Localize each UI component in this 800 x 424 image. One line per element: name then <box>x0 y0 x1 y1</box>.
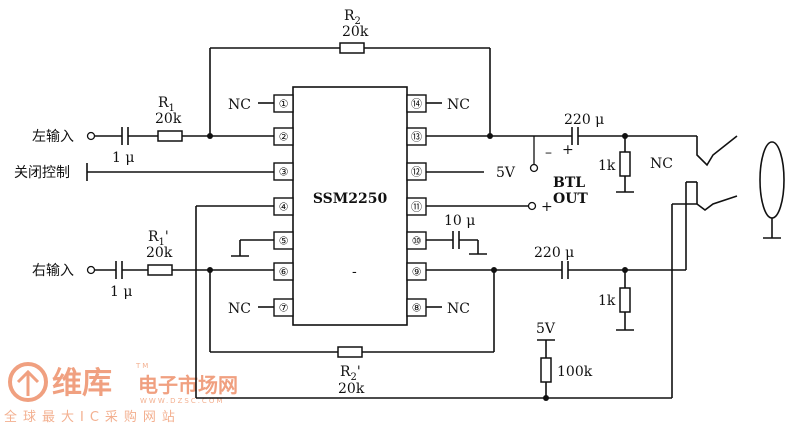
left-input-label: 左输入 <box>32 129 74 145</box>
junction-pin9 <box>491 267 497 273</box>
btl-out-label: OUT <box>553 191 588 207</box>
pin-7-nc-label: NC <box>228 301 251 317</box>
r2-name: R2 <box>344 8 361 27</box>
chip-mark: - <box>352 264 357 280</box>
watermark-tm: TM <box>135 362 150 370</box>
btl-minus: – <box>545 145 552 161</box>
pin-1-nc-label: NC <box>228 97 251 113</box>
pin-13-label: ⑬ <box>411 131 422 144</box>
c-out-top-plus: + <box>562 142 574 158</box>
r2p-name: R2' <box>340 364 361 383</box>
pin-14-label: ⑭ <box>411 98 422 111</box>
btl-minus-terminal <box>529 163 539 173</box>
chip-name: SSM2250 <box>313 191 388 207</box>
pins-left: ① ② ③ ④ ⑤ ⑥ ⑦ <box>273 94 294 317</box>
r2p-resistor <box>337 346 363 358</box>
pin-9-box <box>406 262 427 281</box>
pins-right: ⑭ ⑬ ⑫ ⑪ ⑩ ⑨ ⑧ <box>406 94 427 317</box>
watermark-logo-icon <box>8 362 48 402</box>
c-out-bot-value: 220 μ <box>534 245 574 261</box>
jack-nc-label: NC <box>650 156 673 172</box>
c-in-left-value: 1 μ <box>112 150 134 166</box>
r2-value: 20k <box>342 24 369 40</box>
c-out-top-value: 220 μ <box>564 112 604 128</box>
right-input-path: 右输入 1 μ R1' 20k <box>32 229 274 352</box>
pin-2-label: ② <box>279 131 289 144</box>
r-pullup <box>540 357 552 383</box>
left-input-path: 左输入 1 μ R1 20k <box>32 48 274 166</box>
pin12-supply: 5V <box>426 165 516 181</box>
r1-value: 20k <box>155 111 182 127</box>
pin12-5v-label: 5V <box>496 165 516 181</box>
pin-12-label: ⑫ <box>411 166 422 179</box>
pin-9-label: ⑨ <box>412 266 422 279</box>
pin-7-label: ⑦ <box>279 302 289 315</box>
btl-plus-terminal <box>527 201 537 211</box>
right-input-label: 右输入 <box>32 263 74 279</box>
btl-label: BTL <box>553 175 585 191</box>
pin-14-nc-label: NC <box>447 97 470 113</box>
pin-3-label: ③ <box>279 166 289 179</box>
pin4-path <box>195 205 672 401</box>
r1-name: R1 <box>158 95 175 114</box>
r-load-top <box>619 151 631 177</box>
pullup-path: 5V 100k <box>536 321 593 398</box>
r2-resistor <box>339 42 365 54</box>
watermark-tagline: 全球最大IC采购网站 <box>4 409 181 424</box>
c-bypass-value: 10 μ <box>444 213 475 229</box>
r1p-value: 20k <box>146 245 173 261</box>
headphone-plug-icon <box>759 141 785 219</box>
pin-8-nc-label: NC <box>447 301 470 317</box>
left-input-terminal <box>86 131 96 141</box>
pin-6-label: ⑥ <box>279 266 289 279</box>
pin-8-label: ⑧ <box>412 302 422 315</box>
watermark-url: WWW.DZSC.COM <box>140 397 224 405</box>
pin5-gnd <box>231 239 274 257</box>
pin13-output: 220 μ + 1k NC <box>426 112 697 193</box>
r-load-bot <box>619 287 631 313</box>
r2-feedback: R2 20k <box>210 8 491 136</box>
pin-1-label: ① <box>279 98 289 111</box>
jack-upper-contact <box>696 135 738 167</box>
r1p-name: R1' <box>148 229 169 248</box>
pin-11-label: ⑪ <box>411 201 422 214</box>
btl-out: – BTL OUT + <box>426 136 588 215</box>
c-in-right-value: 1 μ <box>110 284 132 300</box>
shutdown-label: 关闭控制 <box>14 165 70 181</box>
jack-lower-contact <box>696 195 738 211</box>
pin10-bypass: 10 μ <box>426 213 487 255</box>
junction-pin13 <box>487 133 493 139</box>
nc-pins: NC NC NC NC <box>228 97 470 317</box>
r2p-feedback: R2' 20k <box>210 270 495 397</box>
btl-plus: + <box>541 199 553 215</box>
shutdown-path: 关闭控制 <box>14 163 274 181</box>
watermark-suffix: 电子市场网 <box>138 373 238 397</box>
r1-resistor <box>157 130 183 142</box>
r2p-value: 20k <box>338 381 365 397</box>
pin-5-label: ⑤ <box>279 235 289 248</box>
pin9-output: 220 μ 1k <box>426 245 686 331</box>
r1p-resistor <box>147 264 173 276</box>
pin-6-box <box>273 262 294 281</box>
pullup-supply-label: 5V <box>536 321 556 337</box>
pin-4-label: ④ <box>279 201 289 214</box>
headphone-jack <box>671 135 785 398</box>
watermark-brand: 维库 <box>52 366 112 401</box>
pin-10-label: ⑩ <box>412 235 422 248</box>
r-load-top-value: 1k <box>598 158 616 174</box>
watermark: 维库 电子市场网 TM WWW.DZSC.COM 全球最大IC采购网站 <box>4 362 238 424</box>
r-pullup-value: 100k <box>557 364 593 380</box>
r-load-bot-value: 1k <box>598 293 616 309</box>
right-input-terminal <box>86 265 96 275</box>
